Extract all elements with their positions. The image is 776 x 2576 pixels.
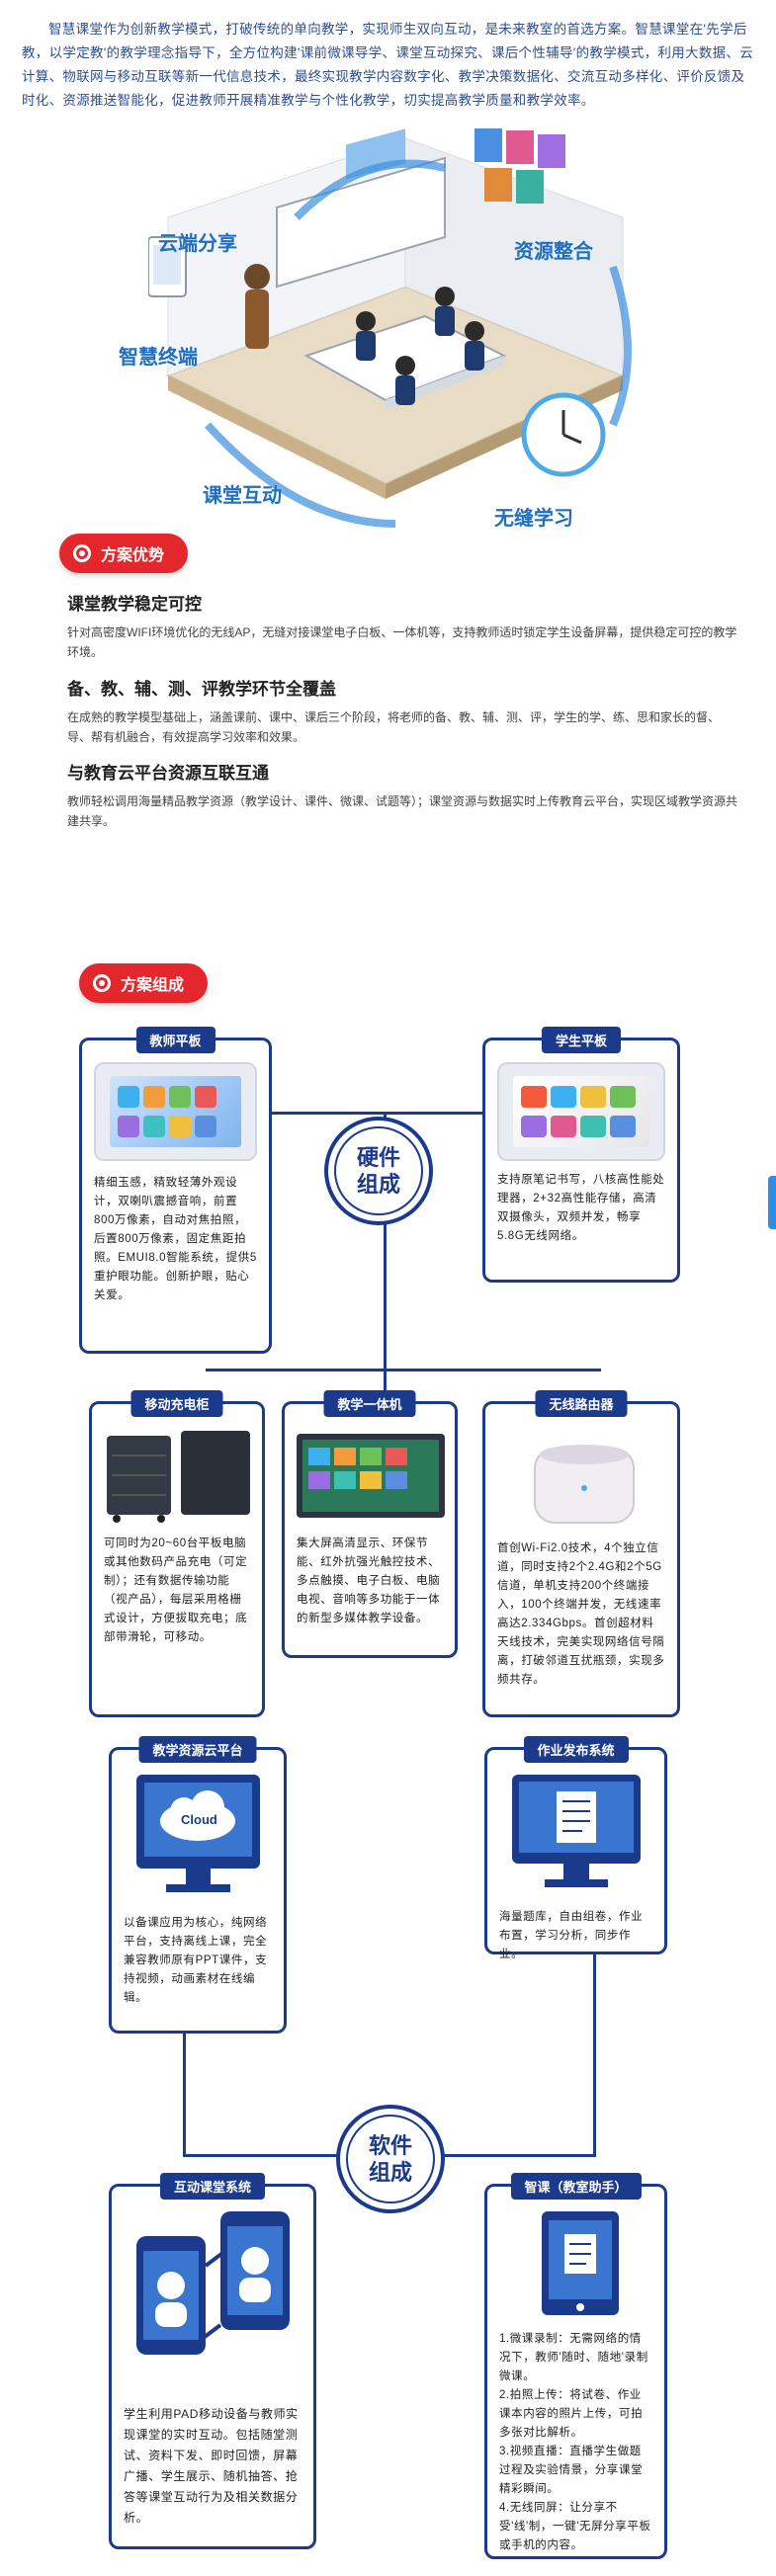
software-card-smart-lesson: 智课（教室助手） 1.微课录制：无需网络的情况下，教师'随时、随地'录制微课。 … bbox=[484, 2173, 667, 2559]
software-hub: 软件 组成 bbox=[336, 2105, 445, 2213]
all-in-one-image bbox=[297, 1434, 445, 1518]
composition-tag: 方案组成 bbox=[79, 963, 209, 1003]
card-description: 可同时为20~60台平板电脑或其他数码产品充电（可定制）；还有数据传输功能（视产… bbox=[104, 1537, 248, 1643]
connector-line bbox=[593, 1937, 596, 2154]
router-image bbox=[534, 1445, 635, 1524]
card-description: 1.微课录制：无需网络的情况下，教师'随时、随地'录制微课。 2.拍照上传：将试… bbox=[499, 2333, 651, 2551]
hero-label-cloud: 云端分享 bbox=[158, 233, 237, 255]
card-description: 学生利用PAD移动设备与教师实现课堂的实时互动。包括随堂测试、资料下发、即时回馈… bbox=[124, 2407, 299, 2525]
card-title: 智课（教室助手） bbox=[510, 2173, 642, 2200]
connector-line bbox=[206, 1369, 601, 1371]
card-description: 集大屏高清显示、环保节能、红外抗强光触控技术、多点触摸、电子白板、电脑电视、音响… bbox=[297, 1537, 441, 1624]
card-description: 首创Wi-Fi2.0技术，4个独立信道，同时支持2个2.4G和2个5G信道，单机… bbox=[497, 1542, 665, 1686]
cloud-monitor-icon bbox=[136, 1775, 260, 1892]
advantage-text: 教师轻松调用海量精品教学资源（教学设计、课件、微课、试题等）；课堂资源与数据实时… bbox=[67, 794, 738, 828]
advantage-item: 与教育云平台资源互联互通 教师轻松调用海量精品教学资源（教学设计、课件、微课、试… bbox=[67, 759, 739, 831]
software-card-interactive-classroom: 互动课堂系统 学生利用PAD移动设备与教师实现课堂的实时互动。包括随堂测试、资料… bbox=[109, 2173, 316, 2549]
student-tablet-image bbox=[497, 1062, 665, 1161]
hero-illustration: 云端分享 资源整合 智慧终端 课堂互动 无缝学习 bbox=[119, 128, 643, 553]
advantage-item: 课堂教学稳定可控 针对高密度WIFI环境优化的无线AP，无缝对接课堂电子白板、一… bbox=[67, 590, 739, 662]
charging-cabinet-image bbox=[107, 1431, 250, 1523]
hardware-card-teacher-tablet: 教师平板 精细玉感，精致轻薄外观设计，双喇叭震撼音响，前置800万像素，自动对焦… bbox=[79, 1027, 272, 1354]
intro-paragraph: 智慧课堂作为创新教学模式，打破传统的单向教学，实现师生双向互动，是未来教室的首选… bbox=[22, 22, 754, 108]
classroom-illustration bbox=[147, 128, 632, 528]
card-description: 以备课应用为核心，纯网络平台，支持离线上课，完全兼容教师原有PPT课件，支持视频… bbox=[124, 1917, 268, 2004]
software-card-homework: 作业发布系统 海量题库，自由组卷，作业布置，学习分析，同步作业。 bbox=[484, 1736, 667, 1960]
bullet-icon bbox=[93, 974, 111, 992]
side-scroll-tab[interactable] bbox=[768, 1176, 776, 1229]
card-title: 无线路由器 bbox=[535, 1390, 628, 1417]
composition-tag-label: 方案组成 bbox=[121, 977, 185, 994]
connector-line bbox=[183, 1937, 186, 2154]
hero-label-resource: 资源整合 bbox=[514, 241, 593, 263]
card-title: 作业发布系统 bbox=[523, 1736, 629, 1763]
advantage-text: 针对高密度WIFI环境优化的无线AP，无缝对接课堂电子白板、一体机等，支持教师适… bbox=[67, 625, 737, 659]
homework-monitor-icon bbox=[512, 1775, 641, 1887]
connector-line bbox=[384, 1112, 387, 1408]
hardware-card-student-tablet: 学生平板 支持原笔记书写，八核高性能处理器，2+32高性能存储，高清双摄像头，双… bbox=[482, 1027, 680, 1283]
connector-line bbox=[206, 1112, 482, 1115]
card-title: 移动充电柜 bbox=[130, 1390, 223, 1417]
advantage-title: 课堂教学稳定可控 bbox=[67, 595, 202, 614]
advantage-text: 在成熟的教学模型基础上，涵盖课前、课中、课后三个阶段，将老师的备、教、辅、测、评… bbox=[67, 710, 721, 744]
advantages-tag-label: 方案优势 bbox=[101, 547, 165, 564]
interactive-classroom-icon bbox=[136, 2211, 290, 2355]
card-title: 学生平板 bbox=[541, 1027, 622, 1053]
hero-label-seamless: 无缝学习 bbox=[494, 508, 573, 530]
teacher-tablet-image bbox=[94, 1062, 257, 1161]
card-title: 教学资源云平台 bbox=[138, 1736, 257, 1763]
advantages-tag: 方案优势 bbox=[59, 534, 189, 573]
hardware-card-all-in-one: 教学一体机 集大屏高清显示、环保节能、红外抗强光触控技术、多点触摸、电子白板、电… bbox=[282, 1390, 458, 1658]
card-title: 教师平板 bbox=[135, 1027, 216, 1053]
software-card-cloud-platform: 教学资源云平台 Cloud 以备课应用为核心，纯网络平台，支持离线上课，完全兼容… bbox=[109, 1736, 287, 2034]
advantage-item: 备、教、辅、测、评教学环节全覆盖 在成熟的教学模型基础上，涵盖课前、课中、课后三… bbox=[67, 675, 739, 747]
hardware-card-charging-cabinet: 移动充电柜 可同时为20~60台平板电脑或其他数码产品充电（可定制）；还有数据传… bbox=[89, 1390, 265, 1717]
card-description: 精细玉感，精致轻薄外观设计，双喇叭震撼音响，前置800万像素，自动对焦拍照，后置… bbox=[94, 1177, 257, 1301]
hardware-hub: 硬件 组成 bbox=[324, 1117, 433, 1225]
hero-label-interaction: 课堂互动 bbox=[203, 485, 282, 507]
advantage-title: 与教育云平台资源互联互通 bbox=[67, 764, 269, 783]
cloud-icon-label: Cloud bbox=[181, 1812, 217, 1827]
card-title: 互动课堂系统 bbox=[159, 2173, 266, 2200]
bullet-icon bbox=[73, 544, 91, 562]
hero-label-terminal: 智慧终端 bbox=[119, 347, 198, 369]
smart-lesson-icon bbox=[542, 2211, 619, 2315]
advantage-title: 备、教、辅、测、评教学环节全覆盖 bbox=[67, 680, 336, 699]
card-description: 海量题库，自由组卷，作业布置，学习分析，同步作业。 bbox=[499, 1911, 644, 1960]
software-hub-label: 软件 组成 bbox=[368, 2133, 412, 2185]
hardware-card-router: 无线路由器 首创Wi-Fi2.0技术，4个独立信道，同时支持2个2.4G和2个5… bbox=[482, 1390, 680, 1717]
card-title: 教学一体机 bbox=[323, 1390, 416, 1417]
hardware-hub-label: 硬件 组成 bbox=[356, 1145, 400, 1197]
card-description: 支持原笔记书写，八核高性能处理器，2+32高性能存储，高清双摄像头，双频并发，畅… bbox=[497, 1174, 665, 1242]
